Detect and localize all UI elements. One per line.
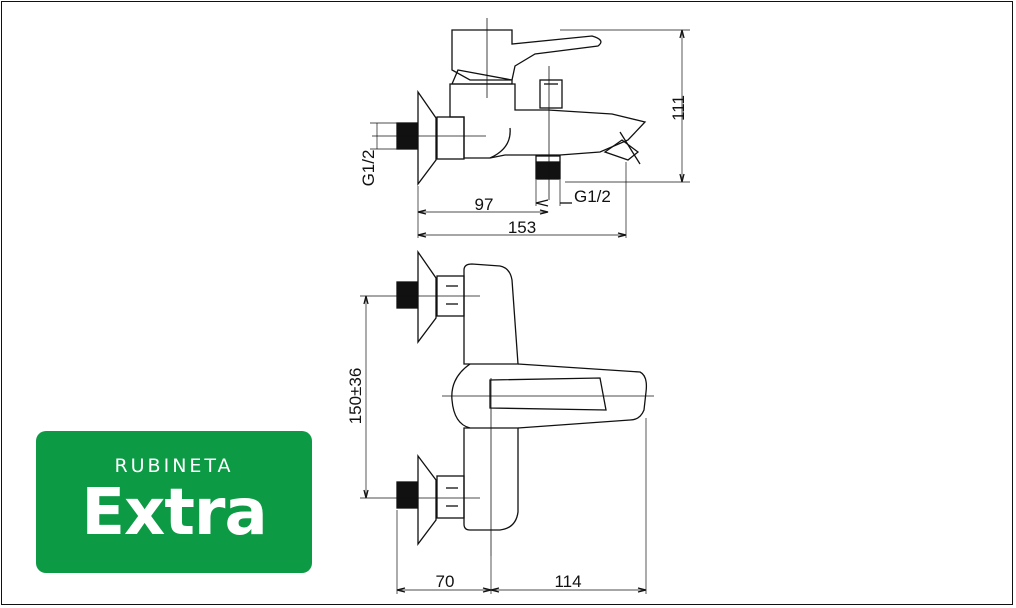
front-body-lower <box>463 427 519 531</box>
front-lever-knob <box>451 363 471 429</box>
front-upper-flange <box>417 249 437 344</box>
front-upper-inlet-thread <box>396 281 418 309</box>
side-view <box>370 18 690 238</box>
dim-70-arrow-left <box>396 587 406 593</box>
front-lever-top-face <box>489 377 607 411</box>
front-lever-plan <box>517 363 648 429</box>
label-97: 97 <box>475 195 494 214</box>
dim-outlet-arrow-left <box>535 199 549 207</box>
dim-153-arrow-left <box>417 232 427 238</box>
dim-111-arrow-bottom <box>679 173 685 183</box>
side-connector <box>436 116 465 160</box>
dim-153-arrow-right <box>617 232 627 238</box>
label-153: 153 <box>508 218 536 237</box>
dim-spacing-arrow-bottom <box>363 489 369 499</box>
front-lower-flange <box>417 454 437 546</box>
front-view <box>360 249 654 594</box>
front-lower-connector <box>436 475 465 519</box>
dim-97-arrow-left <box>417 209 427 215</box>
side-cartridge <box>451 69 513 85</box>
side-outlet-thread <box>535 162 561 180</box>
front-lower-inlet-thread <box>396 481 418 509</box>
logo-main-word: Extra <box>81 476 267 550</box>
dim-spacing-arrow-top <box>363 295 369 305</box>
side-diverter-knob <box>539 79 563 109</box>
side-spout-axis <box>619 131 641 165</box>
side-outlet-nut <box>535 155 561 163</box>
front-body-upper <box>463 263 519 365</box>
logo-top-line: RUBINETA <box>114 455 234 477</box>
label-outlet-g12: G1/2 <box>574 187 611 206</box>
label-inlet-g12: G1/2 <box>359 150 378 187</box>
side-spout-nozzle <box>603 139 640 161</box>
dim-97-arrow-right <box>539 209 549 215</box>
label-spacing: 150±36 <box>346 368 365 425</box>
side-lever-handle <box>451 29 602 81</box>
label-111: 111 <box>669 95 688 121</box>
side-wall-flange <box>417 89 437 186</box>
dim-114-arrow-left <box>490 587 500 593</box>
side-body-curve <box>489 127 511 159</box>
brand-logo: RUBINETA Extra <box>36 431 312 573</box>
dim-111-arrow-top <box>679 29 685 39</box>
dim-114-arrow-right <box>637 587 647 593</box>
label-70: 70 <box>436 572 455 591</box>
side-body <box>449 83 647 159</box>
label-114: 114 <box>554 572 581 591</box>
